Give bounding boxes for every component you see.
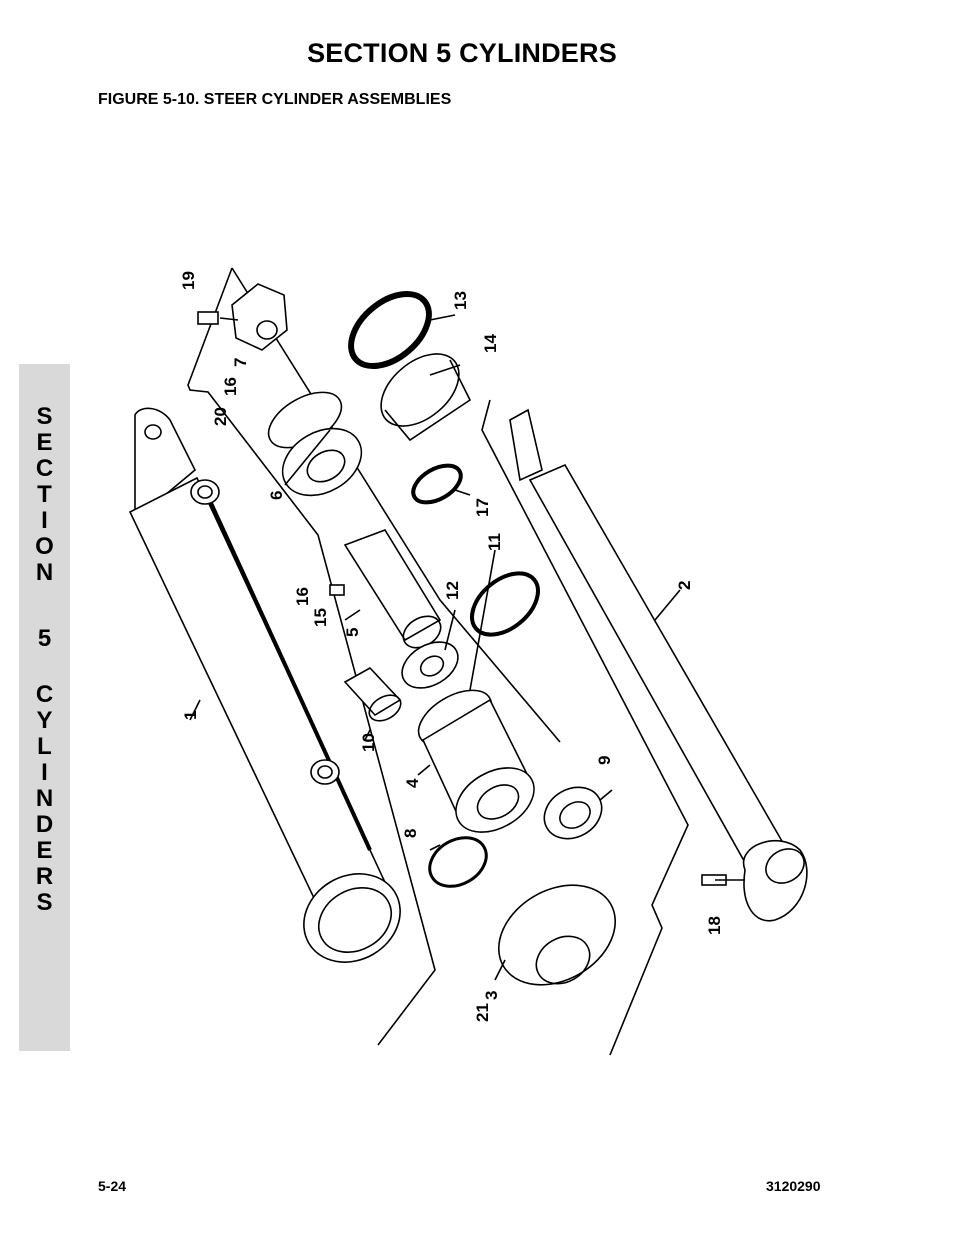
side-tab-letter: O [35,533,54,560]
callout-label: 6 [267,491,286,500]
callout-label: 10 [359,733,378,752]
callout-label: 7 [231,358,250,367]
screw [329,584,345,596]
leader-line [429,844,441,851]
side-tab-letter: R [35,863,54,890]
side-tab-letter: C [35,681,54,708]
hex-nut [231,283,288,351]
lock-nut [428,836,488,888]
side-tab-letter: E [36,837,53,864]
leader-line [429,314,456,321]
side-tab-letter: I [41,759,48,786]
callout-label: 13 [451,291,470,310]
side-tab-letter: C [35,455,54,482]
leader-line [364,729,371,741]
callout-label: 17 [473,498,492,517]
callout-label: 21 [473,1003,492,1022]
callout-label: 16 [293,587,312,606]
callout-label: 15 [311,608,330,627]
cylinder-barrel [128,407,401,963]
piston-seal [470,571,540,637]
callout-label: 12 [443,581,462,600]
piston-rod [509,408,808,922]
callout-label: 18 [705,916,724,935]
callout-label: 3 [482,991,501,1000]
side-tab-letter: N [35,785,54,812]
leader-line [654,589,681,621]
spacer-ring [543,786,603,840]
side-tab-letter: Y [36,707,53,734]
callout-label: 11 [485,533,504,551]
o-ring [411,463,463,505]
leader-line [454,489,471,496]
side-tab-letter: E [36,429,53,456]
callout-label: 1 [181,711,200,720]
callout-label: 16 [221,377,240,396]
projection-line [481,399,689,1056]
callout-label: 19 [179,271,198,290]
section-title: SECTION 5 CYLINDERS [307,38,617,68]
callout-label: 5 [343,628,362,637]
side-tab-letter: N [35,559,54,586]
projection-line [231,267,561,743]
washer [401,641,459,689]
set-screw [197,311,219,325]
leader-line [284,429,331,486]
wear-ring [380,353,472,442]
callout-label: 8 [401,829,420,838]
leader-line [469,549,496,691]
leader-line [189,699,201,721]
side-tab-letter: S [36,403,53,430]
side-tab-letter: I [41,507,48,534]
leader-line [219,317,239,321]
callout-label: 14 [481,334,500,353]
side-tab-letter: L [37,733,52,760]
callout-label: 4 [403,778,422,788]
leader-line [417,764,431,776]
wiper-ring [348,290,432,370]
leader-line [599,789,613,801]
leader-line [494,959,506,981]
piston [417,689,535,833]
end-cap [497,884,617,986]
leader-line [429,364,461,376]
projection-line [187,267,436,1046]
document-number: 3120290 [766,1178,821,1194]
side-tab-letter: S [36,889,53,916]
bushing [343,666,402,722]
callout-label: 20 [211,407,230,426]
figure-title: FIGURE 5-10. STEER CYLINDER ASSEMBLIES [98,91,452,108]
section-side-tab[interactable]: S E C T I O N 5 C Y L I N D E R S [19,364,70,1051]
page-number: 5-24 [98,1178,127,1194]
callout-label: 9 [595,756,614,765]
cylinder-head-gland [267,391,363,497]
leader-line [344,609,361,621]
side-tab-letter: D [35,811,54,838]
callout-label: 2 [675,581,694,590]
leader-line [444,609,456,651]
side-tab-letter: 5 [37,625,52,652]
side-tab-letter: T [37,481,52,508]
